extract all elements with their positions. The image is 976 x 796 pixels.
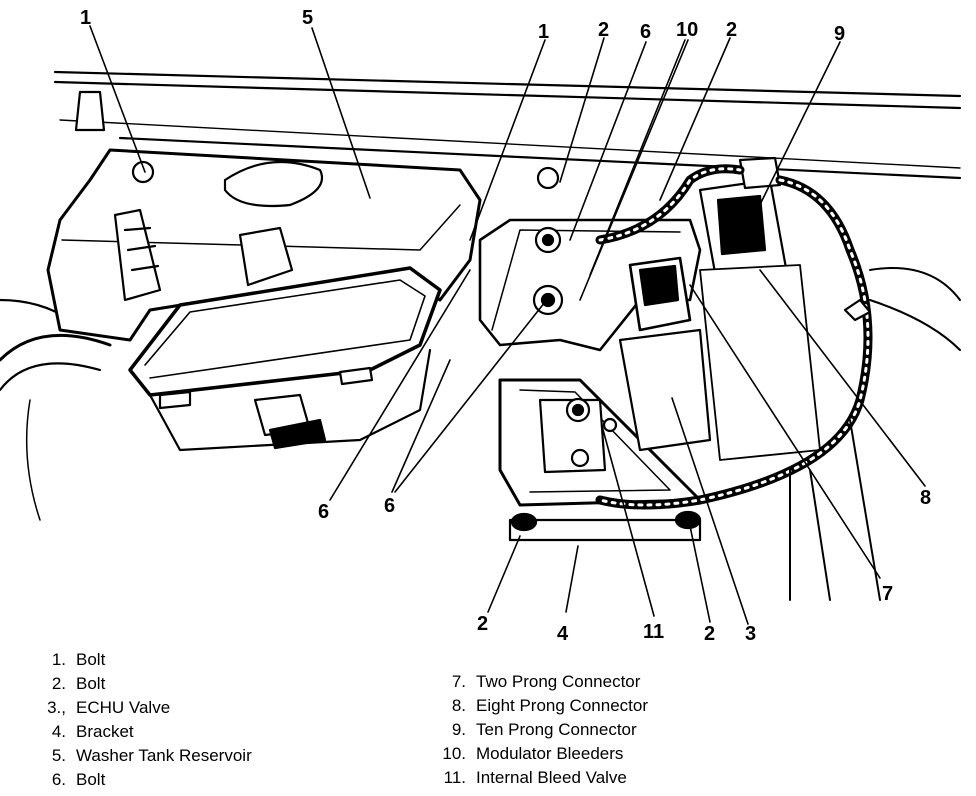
callout-4: 4 bbox=[557, 623, 569, 640]
callout-11: 11 bbox=[643, 621, 664, 640]
callout-2-bottom-left: 2 bbox=[477, 613, 488, 635]
legend-item: 9. Ten Prong Connector bbox=[436, 718, 648, 742]
reservoir-cover-box bbox=[128, 266, 442, 452]
callout-1-left: 1 bbox=[80, 7, 91, 29]
legend-label: Eight Prong Connector bbox=[476, 696, 648, 715]
legend-label: Ten Prong Connector bbox=[476, 720, 637, 739]
legend-number: 5. bbox=[51, 746, 66, 765]
legend-item: 10. Modulator Bleeders bbox=[436, 742, 648, 766]
legend-item: 1. Bolt bbox=[46, 648, 252, 672]
callout-10: 10 bbox=[676, 19, 698, 41]
legend-number: 3., bbox=[47, 698, 66, 717]
washer-tank-reservoir bbox=[46, 148, 482, 342]
bracket-assembly bbox=[478, 166, 702, 542]
legend-number: 6. bbox=[51, 770, 66, 789]
legend-left: 1. Bolt 2. Bolt 3., ECHU Valve 4. Bracket 5.… bbox=[46, 648, 252, 792]
legend-label: ECHU Valve bbox=[76, 698, 171, 717]
legend-item: 3., ECHU Valve bbox=[46, 696, 252, 720]
legend-label: Internal Bleed Valve bbox=[476, 768, 627, 787]
legend-number: 10. bbox=[442, 744, 466, 763]
callout-6-top: 6 bbox=[640, 21, 651, 43]
legend-label: Bolt bbox=[76, 770, 106, 789]
legend-number: 2. bbox=[51, 674, 66, 693]
callout-2-b: 2 bbox=[726, 19, 737, 41]
callout-8: 8 bbox=[920, 487, 931, 509]
legend-label: Bolt bbox=[76, 650, 106, 669]
callout-6-lower-mid: 6 bbox=[384, 495, 395, 517]
legend-number: 8. bbox=[451, 696, 466, 715]
callout-1-right: 1 bbox=[538, 21, 549, 43]
legend-right: 7. Two Prong Connector 8. Eight Prong Conn… bbox=[436, 670, 648, 790]
callout-5-top: 5 bbox=[302, 7, 313, 29]
component-diagram: 1 5 1 2 6 10 2 9 6 6 8 7 2 4 11 2 3 bbox=[0, 7, 962, 640]
callout-7: 7 bbox=[882, 583, 893, 605]
legend-item: 6. Bolt bbox=[46, 768, 252, 792]
legend-number: 11. bbox=[443, 768, 466, 787]
legend-label: Two Prong Connector bbox=[476, 672, 641, 691]
callout-2-bottom-right: 2 bbox=[704, 623, 715, 640]
legend-label: Washer Tank Reservoir bbox=[76, 746, 252, 765]
callout-6-lower-left: 6 bbox=[318, 501, 329, 523]
legend-number: 4. bbox=[51, 722, 66, 741]
legend-item: 8. Eight Prong Connector bbox=[436, 694, 648, 718]
legend-item: 11. Internal Bleed Valve bbox=[436, 766, 648, 790]
legend-number: 9. bbox=[451, 720, 466, 739]
callout-9: 9 bbox=[834, 23, 845, 45]
callout-3: 3 bbox=[745, 623, 756, 640]
legend-label: Bolt bbox=[76, 674, 106, 693]
leader-lines bbox=[89, 25, 926, 625]
legend-number: 1. bbox=[51, 650, 66, 669]
legend-label: Bracket bbox=[76, 722, 134, 741]
legend-label: Modulator Bleeders bbox=[476, 744, 624, 763]
callout-2-a: 2 bbox=[598, 19, 609, 41]
diagram-drawing bbox=[0, 25, 962, 625]
legend-item: 4. Bracket bbox=[46, 720, 252, 744]
legend-item: 2. Bolt bbox=[46, 672, 252, 696]
legend-item: 5. Washer Tank Reservoir bbox=[46, 744, 252, 768]
legend-number: 7. bbox=[451, 672, 466, 691]
legend-item: 7. Two Prong Connector bbox=[436, 670, 648, 694]
